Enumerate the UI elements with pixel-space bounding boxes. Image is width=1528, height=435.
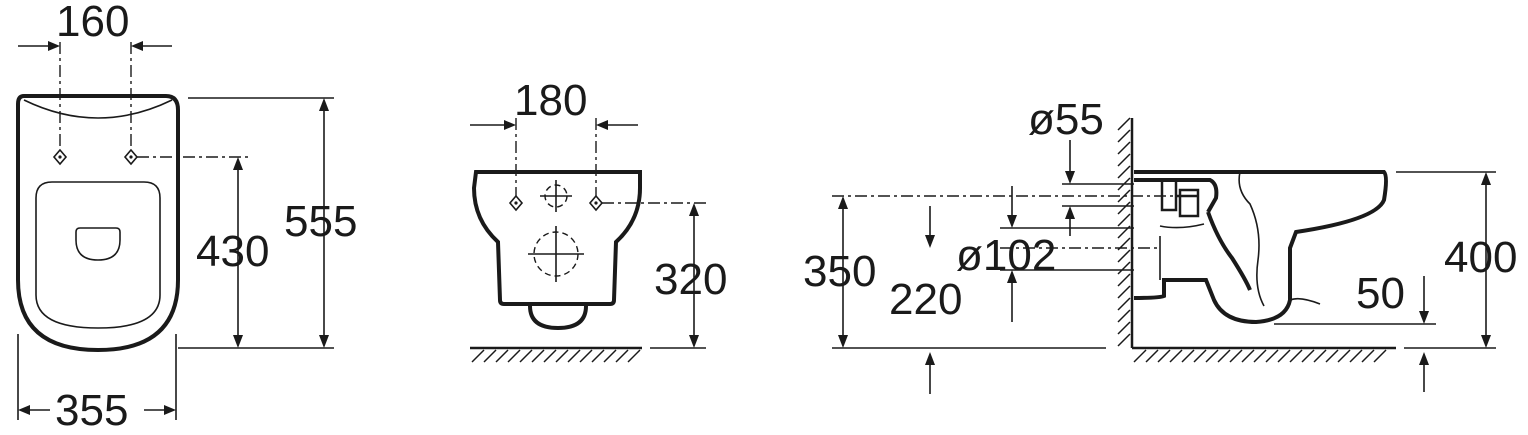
dim-rim-height: 400 <box>1444 233 1517 282</box>
dim-outlet-diameter: ø102 <box>956 231 1056 280</box>
front-view: 180 320 <box>470 76 727 363</box>
outlet-circle <box>528 226 584 282</box>
dim-rim-offset: 50 <box>1356 269 1405 318</box>
dim-outlet-spacing: 180 <box>514 76 587 125</box>
bolt-hole-right <box>123 148 139 166</box>
top-view-bowl-outline <box>16 94 180 353</box>
dim-fixing-height-front: 320 <box>654 255 727 304</box>
fixing-hole-right <box>588 194 604 212</box>
side-view: ø55 ø102 350 220 400 50 <box>803 95 1517 394</box>
fixing-hole-left <box>508 194 524 212</box>
front-view-lip <box>528 305 588 331</box>
top-view-rim <box>23 99 173 119</box>
wall-hatch <box>1117 117 1131 347</box>
dim-inlet-height: 350 <box>803 247 876 296</box>
side-floor-hatch <box>1133 349 1387 363</box>
bolt-hole-left <box>52 148 68 166</box>
dim-outlet-height: 220 <box>889 275 962 324</box>
inlet-circle <box>540 180 572 212</box>
dim-bolt-spacing: 160 <box>56 0 129 46</box>
side-bowl-outline <box>1133 170 1388 325</box>
front-view-outline <box>471 170 642 306</box>
top-view: 160 430 555 355 <box>16 0 357 435</box>
dim-inlet-diameter: ø55 <box>1028 95 1104 144</box>
dim-total-length: 555 <box>284 197 357 246</box>
top-view-opening <box>75 227 121 261</box>
top-view-seat <box>35 181 161 329</box>
dim-fixing-height-top: 430 <box>196 227 269 276</box>
front-floor-hatch <box>471 349 641 363</box>
dim-width: 355 <box>55 386 128 435</box>
